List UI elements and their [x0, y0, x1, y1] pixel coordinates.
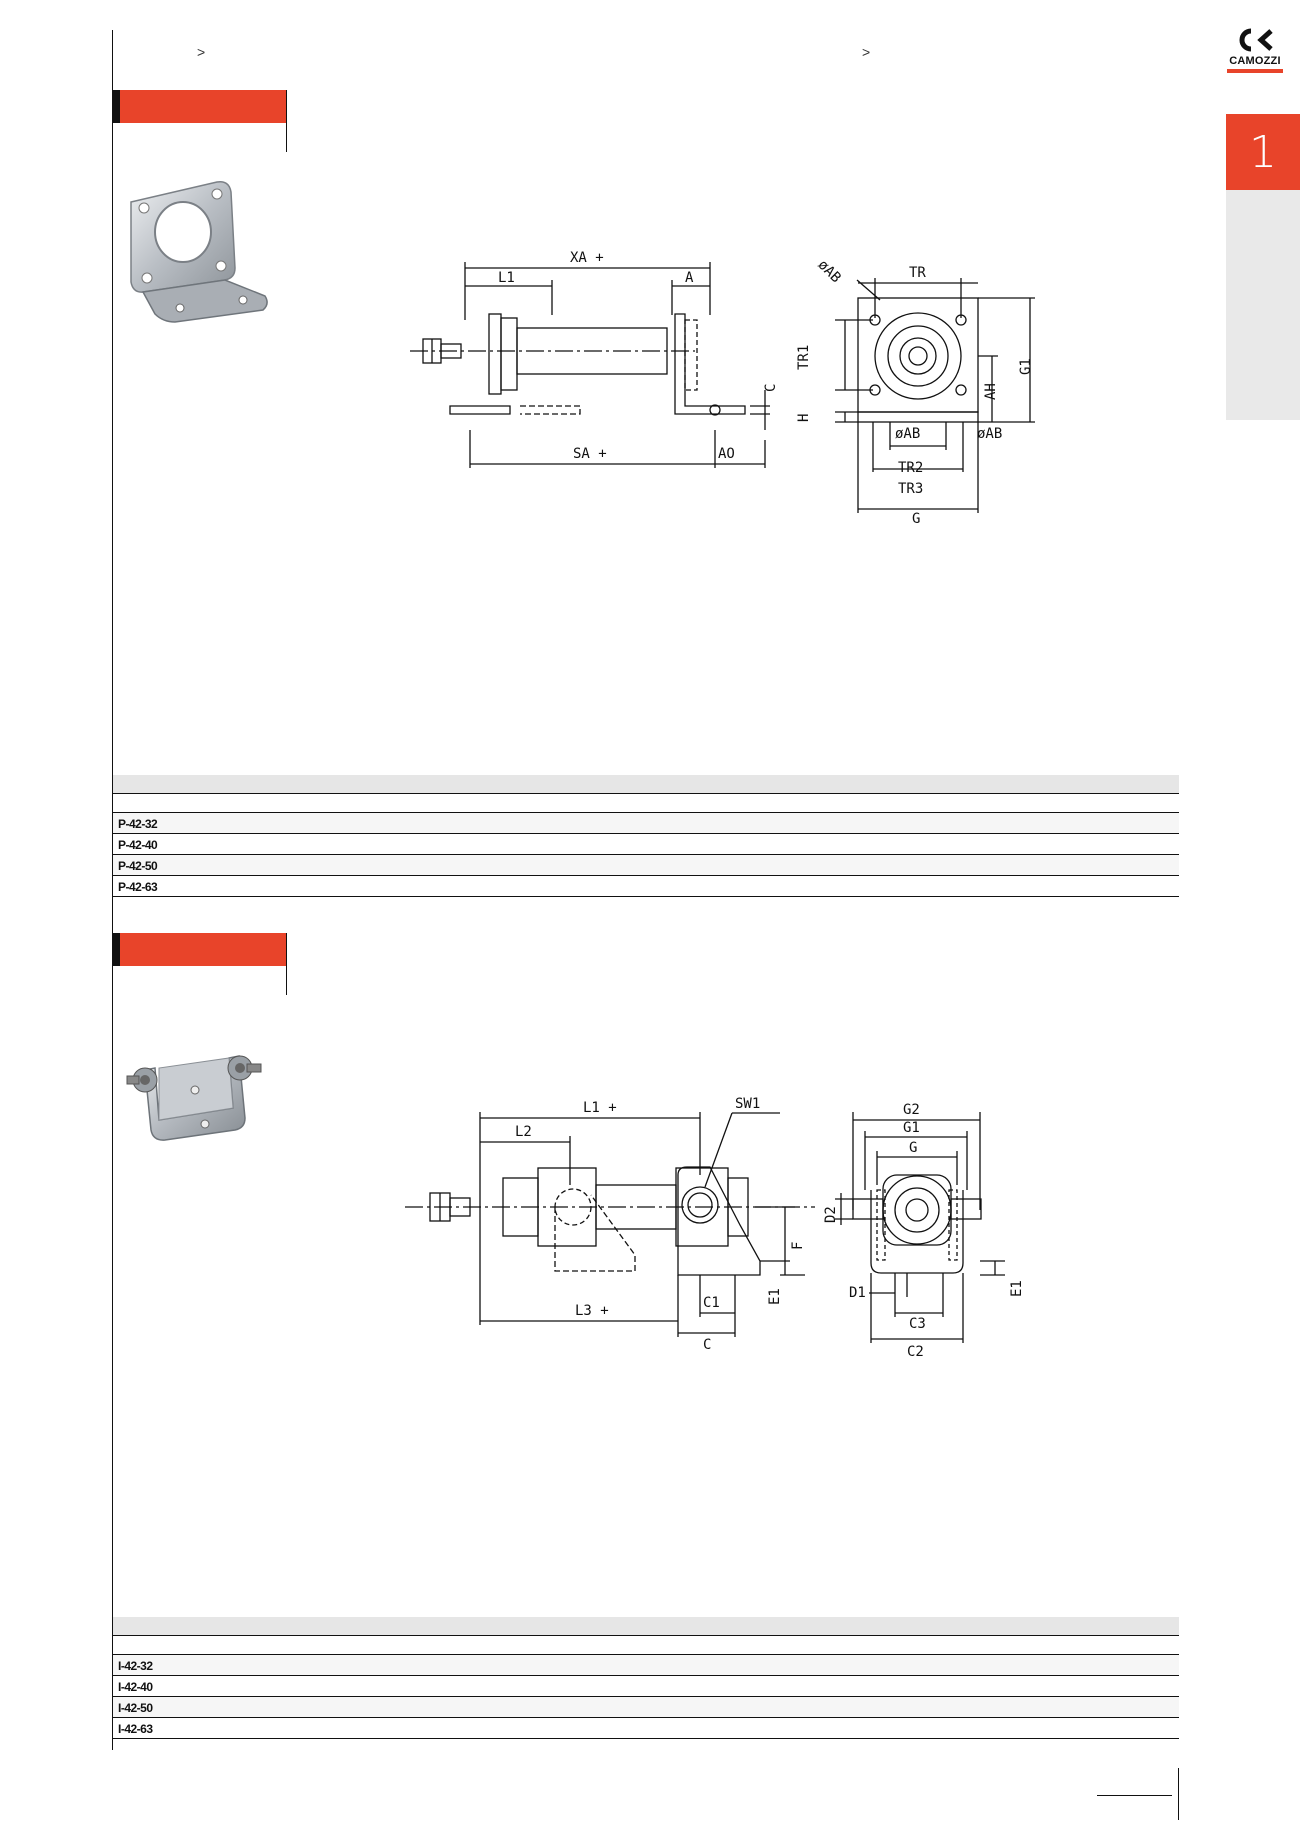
dim-g1: G1 — [1018, 358, 1034, 375]
section1-product-photo — [130, 180, 268, 323]
dim-sw1: SW1 — [735, 1096, 760, 1112]
page-footer-rule — [1097, 1795, 1172, 1796]
section2-technical-drawing: L1 + L2 SW1 F E1 L3 + C1 C G2 G1 G D2 D1… — [405, 1096, 1025, 1360]
brand-bar — [1227, 69, 1283, 73]
table-row: I-42-63 — [113, 1718, 1179, 1739]
table-row: I-42-50 — [113, 1697, 1179, 1718]
dim-ab-top: øAB — [815, 257, 844, 286]
dim-c: C — [703, 1337, 711, 1353]
dim-tr3: TR3 — [898, 481, 923, 497]
section2-product-photo — [126, 1055, 262, 1141]
table-row: P-42-40 — [113, 834, 1179, 855]
dim-e1-left: E1 — [767, 1288, 783, 1305]
dim-g: G — [909, 1140, 917, 1156]
dim-g1: G1 — [903, 1120, 920, 1136]
dim-l3: L3 + — [575, 1303, 609, 1319]
dim-ah: AH — [983, 383, 999, 400]
dim-g2: G2 — [903, 1102, 920, 1118]
dim-ab-bottom-left: øAB — [895, 426, 920, 442]
table-row: I-42-40 — [113, 1676, 1179, 1697]
dim-sa: SA + — [573, 446, 607, 462]
page-left-rule — [112, 30, 113, 1750]
section2-table-header — [113, 1617, 1179, 1636]
table-row: P-42-50 — [113, 855, 1179, 876]
dim-ab-bottom-right: øAB — [977, 426, 1002, 442]
camozzi-logo-icon — [1239, 28, 1273, 52]
section1-header-bar — [113, 90, 287, 123]
dim-d2: D2 — [823, 1206, 839, 1223]
brand-logo: CAMOZZI — [1225, 28, 1285, 73]
section1-table-header — [113, 775, 1179, 794]
dim-d1: D1 — [849, 1285, 866, 1301]
dim-c1: C1 — [703, 1295, 720, 1311]
table-row: I-42-32 — [113, 1655, 1179, 1676]
section1-table: P-42-32 P-42-40 P-42-50 P-42-63 — [113, 775, 1179, 897]
breadcrumb-arrow-left[interactable]: > — [197, 44, 206, 60]
section2-header-rule — [286, 933, 287, 995]
section1-table-subheader — [113, 794, 1179, 813]
dim-e1-right: E1 — [1009, 1280, 1025, 1297]
section1-technical-drawing: XA + L1 A C SA + AO TR øAB TR1 H AH G1 ø… — [410, 250, 1035, 527]
dim-c: C — [763, 384, 779, 392]
dim-l1: L1 + — [583, 1100, 617, 1116]
dim-l2: L2 — [515, 1124, 532, 1140]
dim-c2: C2 — [907, 1344, 924, 1360]
section1-header-rule — [286, 90, 287, 152]
section2-table: I-42-32 I-42-40 I-42-50 I-42-63 — [113, 1617, 1179, 1739]
dim-f: F — [790, 1242, 806, 1250]
section2-header-bar — [113, 933, 287, 966]
dim-a: A — [685, 270, 694, 286]
brand-name: CAMOZZI — [1229, 55, 1281, 67]
breadcrumb-arrow-right[interactable]: > — [862, 44, 871, 60]
dim-l1: L1 — [498, 270, 515, 286]
dim-g: G — [912, 511, 920, 527]
dim-c3: C3 — [909, 1316, 926, 1332]
table-row: P-42-63 — [113, 876, 1179, 897]
page-footer-tick — [1178, 1768, 1179, 1820]
dim-tr: TR — [909, 265, 926, 281]
dim-tr1: TR1 — [796, 345, 812, 370]
dim-xa: XA + — [570, 250, 604, 266]
dim-tr2: TR2 — [898, 460, 923, 476]
dim-ao: AO — [718, 446, 735, 462]
table-row: P-42-32 — [113, 813, 1179, 834]
section2-table-subheader — [113, 1636, 1179, 1655]
dim-h: H — [796, 414, 812, 422]
chapter-tab-number: 1 — [1249, 126, 1277, 178]
chapter-tab[interactable]: 1 — [1226, 114, 1300, 190]
